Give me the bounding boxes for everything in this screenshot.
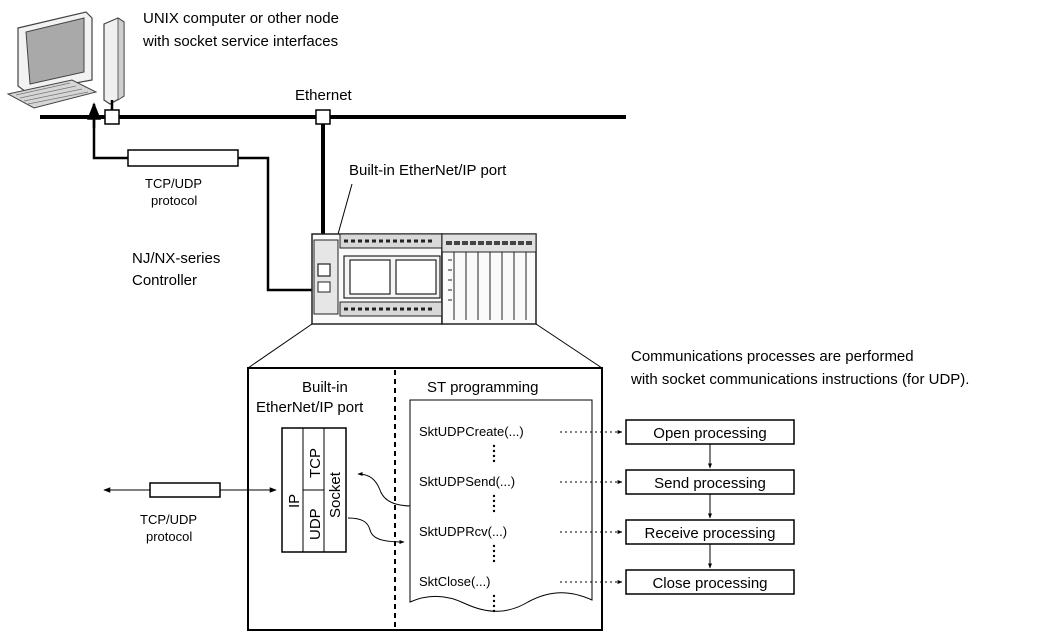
instruction-close: SktClose(...) <box>419 574 491 589</box>
unix-node-label-line1: UNIX computer or other node <box>143 10 339 27</box>
tcp-udp-top-label-line2: protocol <box>151 193 197 208</box>
controller-icon <box>311 233 537 325</box>
stack-tcp: TCP <box>307 448 324 478</box>
controller-label-line1: NJ/NX-series <box>132 250 220 267</box>
unix-node-label-line2: with socket service interfaces <box>142 33 338 50</box>
tcp-udp-bottom-label-line2: protocol <box>146 529 192 544</box>
rcv-to-socket-arrow <box>357 472 413 507</box>
builtin-port-label: Built-in EtherNet/IP port <box>349 162 507 179</box>
ellipsis-dots <box>492 444 496 613</box>
zoom-line-right <box>535 323 603 369</box>
detail-port-label-line2: EtherNet/IP port <box>256 399 364 416</box>
tcp-udp-pipe-bottom <box>149 482 221 498</box>
stack-socket: Socket <box>327 471 344 518</box>
process-close-label: Close processing <box>652 575 767 592</box>
controller-tap <box>315 109 331 125</box>
process-send-label: Send processing <box>654 475 766 492</box>
process-receive-label: Receive processing <box>645 525 776 542</box>
process-open-box <box>625 419 795 445</box>
comm-note-line1: Communications processes are performed <box>631 348 914 365</box>
comm-note-line2: with socket communications instructions … <box>630 371 969 388</box>
detail-port-label-line1: Built-in <box>302 379 348 396</box>
computer-tap <box>104 109 120 125</box>
st-programming-label: ST programming <box>427 379 538 396</box>
zoom-line-left <box>247 323 313 369</box>
process-receive-box <box>625 519 795 545</box>
st-program-page <box>409 399 593 612</box>
computer-icon <box>6 11 125 109</box>
process-send-box <box>625 469 795 495</box>
tcp-udp-bottom-label-line1: TCP/UDP <box>140 512 197 527</box>
instruction-create: SktUDPCreate(...) <box>419 424 524 439</box>
socket-to-program-arrow <box>347 517 405 544</box>
instruction-rcv: SktUDPRcv(...) <box>419 524 507 539</box>
protocol-stack: IP TCP UDP Socket <box>281 427 347 553</box>
stack-ip: IP <box>286 494 303 508</box>
tcp-udp-top-label-line1: TCP/UDP <box>145 176 202 191</box>
process-close-box <box>625 569 795 595</box>
tcp-udp-pipe-top <box>127 149 239 167</box>
instruction-send: SktUDPSend(...) <box>419 474 515 489</box>
stack-udp: UDP <box>307 508 324 540</box>
process-open-label: Open processing <box>653 425 766 442</box>
controller-label-line2: Controller <box>132 272 197 289</box>
ethernet-label: Ethernet <box>295 87 353 104</box>
